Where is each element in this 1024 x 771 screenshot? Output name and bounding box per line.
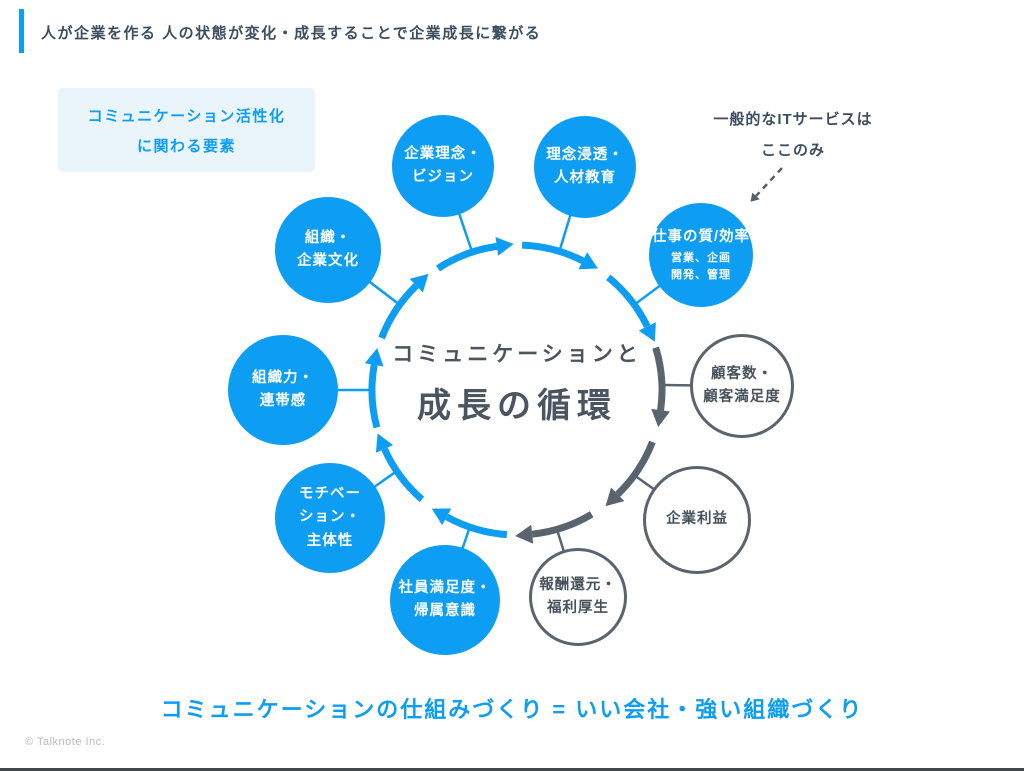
cycle-node-label: 顧客数・ (711, 365, 773, 382)
cycle-node-sublabel: 営業、企画 (671, 251, 731, 264)
cycle-node-label: 組織力・ (252, 369, 314, 386)
cycle-node-motivation-initiative: モチベーション・主体性 (275, 463, 385, 573)
legend-line-1: コミュニケーション活性化 (87, 107, 286, 125)
legend-box: コミュニケーション活性化 に関わる要素 (58, 88, 315, 172)
cycle-node-organization-corporate-culture: 組織・企業文化 (275, 197, 381, 303)
cycle-node-label: 社員満足度・ (398, 579, 492, 596)
center-label-line-1: コミュニケーションと (392, 343, 642, 366)
cycle-node-customer-count-satisfaction: 顧客数・顧客満足度 (690, 334, 794, 438)
annotation-line-1: 一般的なITサービスは (713, 111, 873, 128)
cycle-node-label: 顧客満足度 (703, 389, 781, 405)
annotation-line-2: ここのみ (760, 142, 825, 159)
cycle-node-label: 帰属意識 (414, 603, 476, 619)
copyright-footer: © Talknote Inc. (25, 736, 106, 748)
bottom-edge-bar (0, 768, 1024, 771)
cycle-node-label: 主体性 (306, 532, 354, 549)
cycle-node-corporate-profit: 企業利益 (643, 466, 751, 574)
cycle-node-label: ビジョン (412, 169, 474, 185)
cycle-node-label: 企業利益 (666, 511, 728, 528)
cycle-node-organizational-strength-solidarity: 組織力・連帯感 (228, 335, 338, 445)
cycle-node-corporate-philosophy-vision: 企業理念・ビジョン (392, 115, 494, 217)
annotation-dashed-arrow (750, 167, 783, 202)
cycle-node-label: ション・ (299, 509, 361, 526)
cycle-node-label: 報酬還元・ (539, 576, 617, 593)
cycle-node-label: 組織・ (304, 229, 352, 246)
cycle-node-label: モチベー (299, 485, 361, 502)
cycle-node-philosophy-penetration-education: 理念浸透・人材教育 (534, 116, 636, 218)
cycle-node-label: 福利厚生 (547, 600, 609, 616)
header-accent-bar (19, 9, 24, 53)
bottom-headline: コミュニケーションの仕組みづくり = いい会社・強い組織づくり (160, 697, 864, 722)
cycle-node-label: 仕事の質/効率 (651, 229, 751, 246)
cycle-node-label: 企業文化 (297, 253, 359, 269)
cycle-node-reward-return-welfare: 報酬還元・福利厚生 (529, 548, 627, 646)
it-services-annotation: 一般的なITサービスは ここのみ (700, 108, 886, 160)
cycle-node-employee-satisfaction-belonging: 社員満足度・帰属意識 (390, 545, 500, 655)
cycle-node-label: 企業理念・ (404, 145, 482, 162)
cycle-node-work-quality-efficiency: 仕事の質/効率営業、企画開発、管理 (649, 203, 753, 307)
cycle-node-sublabel: 開発、管理 (671, 268, 731, 281)
cycle-node-label: 理念浸透・ (546, 146, 624, 163)
cycle-node-label: 連帯感 (259, 393, 307, 409)
page-title: 人が企業を作る 人の状態が変化・成長することで企業成長に繋がる (41, 25, 542, 42)
center-label-line-2: 成長の循環 (417, 387, 617, 425)
legend-line-2: に関わる要素 (136, 137, 236, 155)
cycle-node-label: 人材教育 (554, 170, 616, 186)
cycle-center-label: コミュニケーションと 成長の循環 (367, 338, 667, 427)
